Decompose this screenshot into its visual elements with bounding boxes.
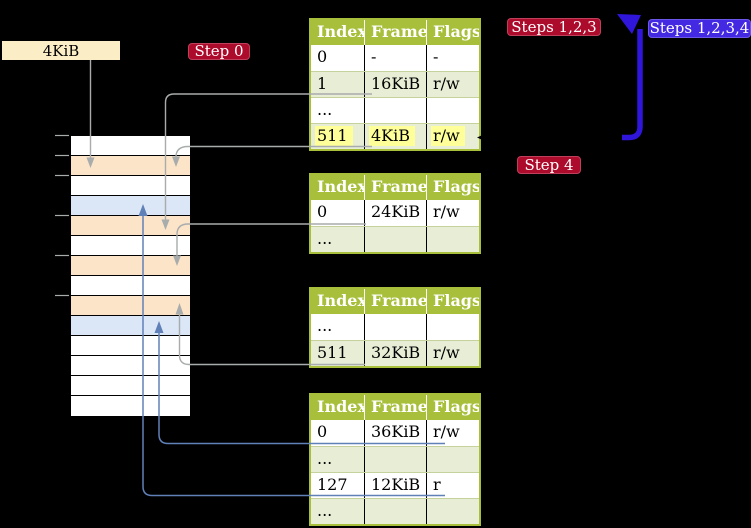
column-header-frame: Frame [364, 20, 426, 45]
memory-row-9 [71, 316, 190, 336]
table-cell: r/w [426, 124, 479, 149]
column-header-index: Index [317, 291, 364, 310]
table-cell: 1 [317, 74, 328, 93]
memory-row-7 [71, 276, 190, 296]
table-row: ... [311, 226, 479, 252]
memory-row-8 [71, 296, 190, 316]
table-cell: r/w [426, 420, 479, 446]
table-cell: - [364, 45, 426, 71]
table-cell: 0 [317, 202, 328, 221]
badge-steps-1-2-3-4: Steps 1,2,3,4 [648, 19, 751, 38]
table-cell: 127 [317, 475, 348, 494]
table-row: ... [311, 498, 479, 524]
table-cell [364, 227, 426, 252]
badge-step-4: Step 4 [517, 156, 581, 174]
table-cell: 36KiB [364, 420, 426, 446]
table-cell: 4KiB [364, 124, 426, 149]
table-cell: ... [317, 316, 333, 335]
column-header-index: Index [317, 177, 364, 196]
table-cell [364, 499, 426, 524]
memory-row-13 [71, 396, 190, 416]
table-cell [364, 314, 426, 340]
table-cell: ... [317, 449, 333, 468]
table-row: ... [311, 97, 479, 123]
table-cell [426, 499, 479, 524]
column-header-index: Index [317, 22, 364, 41]
memory-row-3 [71, 196, 190, 216]
table-cell: 24KiB [364, 200, 426, 226]
column-header-flags: Flags [426, 289, 479, 314]
table-cell: 12KiB [364, 473, 426, 498]
column-header-flags: Flags [426, 395, 479, 420]
column-header-frame: Frame [364, 395, 426, 420]
table-cell: ... [317, 229, 333, 248]
loop-arrow-steps [617, 14, 643, 141]
table-cell [364, 98, 426, 123]
table-cell: 511 [317, 343, 348, 362]
table-cell: 32KiB [364, 341, 426, 366]
memory-row-0 [71, 136, 190, 156]
table-cell: - [426, 45, 479, 71]
table-cell: 0 [317, 47, 328, 66]
table-cell [364, 447, 426, 472]
memory-row-4 [71, 216, 190, 236]
arrow-black-to-pt1 [477, 132, 622, 143]
frame-size-box: 4KiB [2, 41, 120, 60]
memory-row-1 [71, 156, 190, 176]
table-cell: ... [317, 501, 333, 520]
memory-row-6 [71, 256, 190, 276]
table-cell: 511 [311, 124, 364, 149]
table-row: 0 -- [311, 45, 479, 71]
memory-tick-marks [55, 134, 69, 297]
physical-memory-column [70, 135, 191, 417]
column-header-index: Index [317, 397, 364, 416]
table-cell [426, 227, 479, 252]
column-header-frame: Frame [364, 289, 426, 314]
table-cell [426, 314, 479, 340]
column-header-flags: Flags [426, 20, 479, 45]
table-row: ... [311, 314, 479, 340]
badge-steps-1-2-3: Steps 1,2,3 [507, 18, 601, 36]
column-header-flags: Flags [426, 175, 479, 200]
table-cell: r/w [426, 200, 479, 226]
table-cell [426, 447, 479, 472]
table-cell: r [426, 473, 479, 498]
memory-row-11 [71, 356, 190, 376]
memory-row-12 [71, 376, 190, 396]
table-cell: 0 [317, 422, 328, 441]
memory-row-10 [71, 336, 190, 356]
frame-size-label: 4KiB [42, 41, 80, 60]
table-cell [426, 98, 479, 123]
table-cell: ... [317, 100, 333, 119]
table-cell: r/w [426, 72, 479, 97]
badge-step-0: Step 0 [188, 43, 250, 60]
table-cell: 16KiB [364, 72, 426, 97]
memory-row-5 [71, 236, 190, 256]
table-cell: r/w [426, 341, 479, 366]
memory-row-2 [71, 176, 190, 196]
table-row: ... [311, 446, 479, 472]
column-header-frame: Frame [364, 175, 426, 200]
